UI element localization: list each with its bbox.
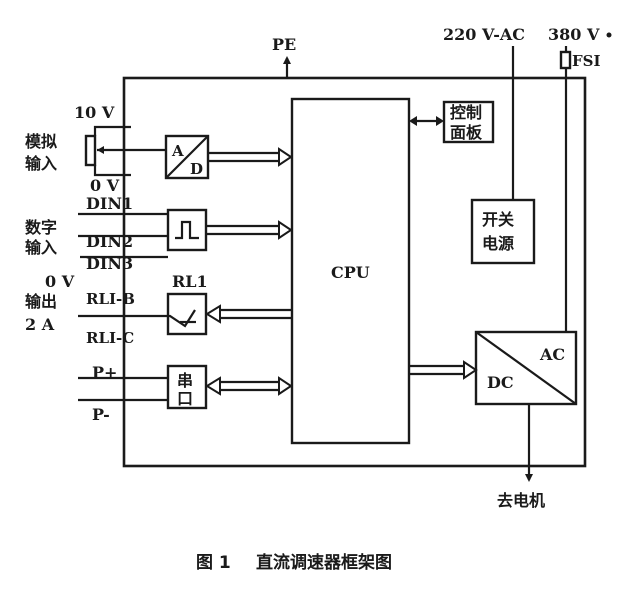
digital-cpu-arrowhead xyxy=(278,220,293,240)
serial-cpu-arrowhead-left xyxy=(205,376,221,396)
pot-bottom-wire xyxy=(93,165,131,177)
ad-a-label: A xyxy=(171,142,184,160)
cpu-relay-link xyxy=(219,308,292,320)
relay-block xyxy=(166,292,208,336)
ac380-label: 380 V xyxy=(548,25,600,44)
p-minus-label: P- xyxy=(92,405,110,424)
converter-diagonal xyxy=(475,331,577,405)
fuse-fsi xyxy=(559,50,572,70)
v0-bottom-label: 0 V xyxy=(45,272,75,291)
potentiometer xyxy=(84,134,97,167)
relay-contact xyxy=(78,309,196,328)
switching-power-supply-block xyxy=(470,198,536,265)
serial-label-2: 口 xyxy=(177,389,193,408)
figure-title: 直流调速器框架图 xyxy=(256,552,392,573)
analog-input-label-1: 模拟 xyxy=(25,132,57,151)
serial-label-1: 串 xyxy=(177,371,193,390)
ad-cpu-arrowhead xyxy=(278,147,293,167)
rl1b-label: RLI-B xyxy=(86,290,135,308)
cpu-label: CPU xyxy=(331,263,370,282)
ac220-label: 220 V-AC xyxy=(443,25,525,44)
power-label-2: 电源 xyxy=(482,234,514,253)
output-label-2: 2 A xyxy=(25,315,55,334)
serial-port-block xyxy=(166,364,208,410)
cpu-panel-arrows xyxy=(409,116,444,126)
output-label-1: 输出 xyxy=(25,292,57,311)
digital-input-label-1: 数字 xyxy=(25,218,57,237)
power-label-1: 开关 xyxy=(482,210,514,229)
figure-number: 图 1 xyxy=(196,553,231,573)
rl1c-label: RLI-C xyxy=(86,329,134,347)
to-motor-label: 去电机 xyxy=(497,491,545,510)
pe-label: PE xyxy=(272,35,296,54)
dc-label: DC xyxy=(487,373,514,392)
pot-top-wire xyxy=(93,125,131,136)
control-panel-block xyxy=(442,100,495,144)
din1-label: DIN1 xyxy=(86,194,133,213)
control-panel-label-2: 面板 xyxy=(450,123,483,142)
ac-label: AC xyxy=(539,345,565,364)
rl1-label: RL1 xyxy=(172,272,208,291)
serial-cpu-arrowhead-right xyxy=(278,376,293,396)
cpu-converter-link xyxy=(409,364,466,376)
din2-label: DIN2 xyxy=(86,232,133,251)
ad-cpu-link xyxy=(208,151,280,163)
cpu-block xyxy=(290,97,411,445)
pot-wiper-arrow xyxy=(97,146,104,154)
p-plus-label: P+ xyxy=(92,363,117,382)
ad-diagonal xyxy=(165,135,209,179)
v10-label: 10 V xyxy=(74,103,115,122)
controller-enclosure xyxy=(122,76,587,468)
v0-top-label: 0 V xyxy=(90,176,120,195)
digital-isolator-block xyxy=(166,208,208,252)
digital-cpu-link xyxy=(206,224,280,236)
cpu-relay-arrowhead xyxy=(205,304,221,324)
din3-label: DIN3 xyxy=(86,254,133,273)
pulse-symbol xyxy=(175,220,199,240)
fsi-label: FSI xyxy=(572,52,601,70)
control-panel-label-1: 控制 xyxy=(450,103,482,122)
ad-d-label: D xyxy=(190,160,203,178)
digital-input-label-2: 输入 xyxy=(25,238,57,257)
analog-input-label-2: 输入 xyxy=(25,154,57,173)
serial-cpu-link xyxy=(219,380,280,392)
stray-dot xyxy=(606,32,612,38)
cpu-converter-arrowhead xyxy=(463,360,478,380)
